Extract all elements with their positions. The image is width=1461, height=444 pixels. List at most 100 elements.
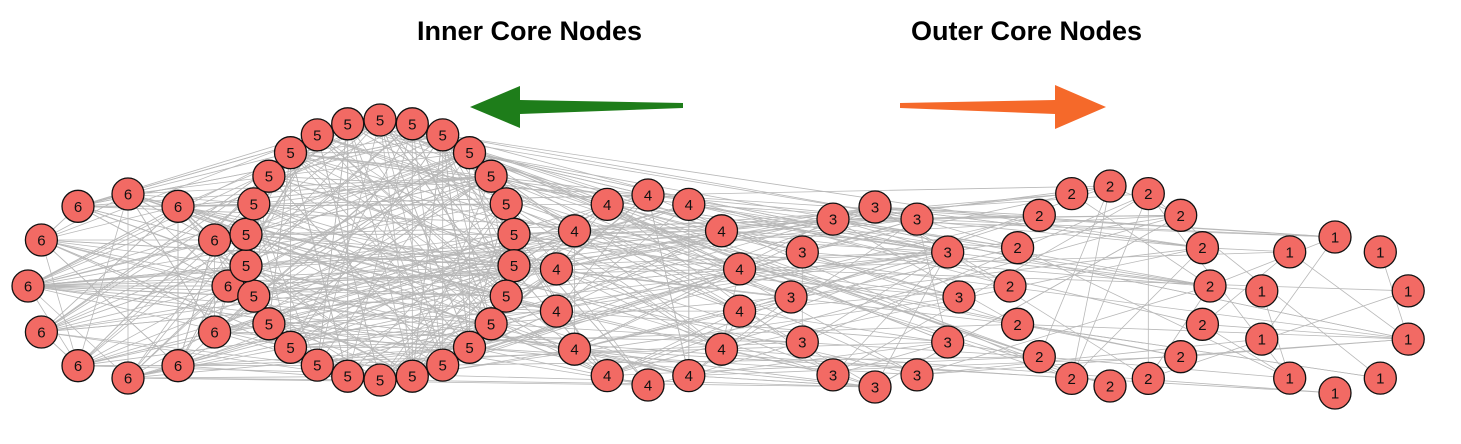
network-node: 5: [237, 279, 271, 313]
edge: [916, 218, 1336, 238]
svg-text:5: 5: [502, 289, 510, 306]
edge: [1071, 193, 1149, 379]
svg-text:5: 5: [242, 227, 250, 244]
edge: [268, 175, 803, 343]
network-node: 5: [489, 279, 523, 313]
edge: [916, 285, 1211, 376]
svg-text:2: 2: [1144, 371, 1152, 388]
svg-text:5: 5: [250, 289, 258, 306]
svg-text:4: 4: [644, 378, 652, 395]
network-node: 3: [858, 190, 892, 224]
edge: [27, 205, 179, 287]
svg-text:6: 6: [210, 325, 218, 342]
network-node: 2: [1000, 307, 1035, 341]
edge: [77, 175, 492, 207]
svg-text:2: 2: [1013, 240, 1021, 257]
svg-text:1: 1: [1331, 386, 1339, 403]
edge: [947, 214, 1181, 253]
edge: [874, 251, 949, 388]
edge: [317, 134, 792, 298]
edge: [1202, 323, 1409, 340]
network-node: 5: [489, 187, 523, 221]
edge: [127, 193, 689, 376]
svg-text:5: 5: [313, 358, 321, 375]
network-node: 4: [557, 214, 592, 248]
network-node: 5: [273, 136, 308, 170]
edge: [790, 247, 1203, 298]
svg-text:2: 2: [1106, 379, 1114, 396]
edge: [469, 346, 876, 388]
edge: [227, 251, 948, 287]
edge: [27, 268, 740, 287]
edge: [379, 296, 960, 381]
edge: [607, 310, 740, 376]
network-node: 5: [363, 363, 397, 397]
network-node: 6: [197, 315, 232, 349]
edge: [245, 152, 470, 235]
edge: [77, 152, 470, 367]
network-node: 5: [300, 118, 334, 152]
network-node: 4: [672, 358, 706, 393]
svg-text:2: 2: [1006, 279, 1014, 296]
network-node: 1: [1245, 322, 1279, 356]
edge: [41, 268, 740, 333]
edge: [802, 251, 1262, 292]
arrow-left-icon: [470, 86, 683, 128]
edge: [832, 193, 1149, 376]
network-node: 6: [161, 349, 195, 383]
svg-text:3: 3: [913, 367, 921, 384]
network-node: 3: [942, 280, 976, 314]
network-node: 4: [590, 187, 624, 222]
network-node: 3: [931, 325, 965, 359]
network-node: 2: [1185, 231, 1220, 265]
network-node: 1: [1273, 235, 1307, 269]
edge: [1147, 285, 1211, 379]
network-node: 3: [816, 358, 850, 392]
edge: [177, 265, 515, 367]
svg-text:2: 2: [1198, 240, 1206, 257]
edge: [27, 203, 507, 287]
network-node: 5: [273, 330, 308, 364]
svg-text:4: 4: [552, 261, 560, 278]
edge: [832, 218, 1018, 325]
edge: [245, 233, 960, 298]
svg-text:3: 3: [913, 212, 921, 229]
svg-text:5: 5: [286, 145, 294, 162]
edge: [556, 230, 722, 270]
network-node: 3: [785, 325, 819, 359]
edge: [947, 251, 1211, 287]
edge: [739, 268, 1409, 292]
svg-text:5: 5: [250, 196, 258, 213]
svg-text:6: 6: [124, 371, 132, 388]
edge: [607, 251, 948, 376]
edge: [1038, 185, 1111, 357]
network-node: 5: [426, 348, 460, 382]
edge: [77, 205, 470, 348]
network-node: 5: [474, 159, 508, 193]
svg-text:5: 5: [439, 358, 447, 375]
svg-text:5: 5: [408, 369, 416, 386]
edge: [916, 338, 1262, 376]
edge: [268, 323, 1072, 379]
edge: [77, 331, 215, 367]
svg-text:1: 1: [1331, 230, 1339, 247]
network-node: 1: [1363, 361, 1397, 395]
edge: [41, 239, 557, 270]
svg-text:5: 5: [510, 227, 518, 244]
svg-text:2: 2: [1144, 186, 1152, 203]
network-node: 6: [111, 177, 145, 211]
svg-text:4: 4: [685, 368, 693, 385]
edge: [245, 193, 1072, 267]
svg-text:5: 5: [286, 340, 294, 357]
edge: [688, 296, 792, 376]
svg-text:5: 5: [265, 316, 273, 333]
edge: [721, 230, 1018, 249]
network-node: 2: [993, 269, 1027, 303]
network-node: 3: [900, 358, 934, 392]
svg-text:2: 2: [1177, 208, 1185, 225]
svg-text:3: 3: [787, 290, 795, 307]
svg-text:1: 1: [1286, 244, 1294, 261]
edge: [574, 218, 918, 232]
edge: [1017, 247, 1290, 379]
